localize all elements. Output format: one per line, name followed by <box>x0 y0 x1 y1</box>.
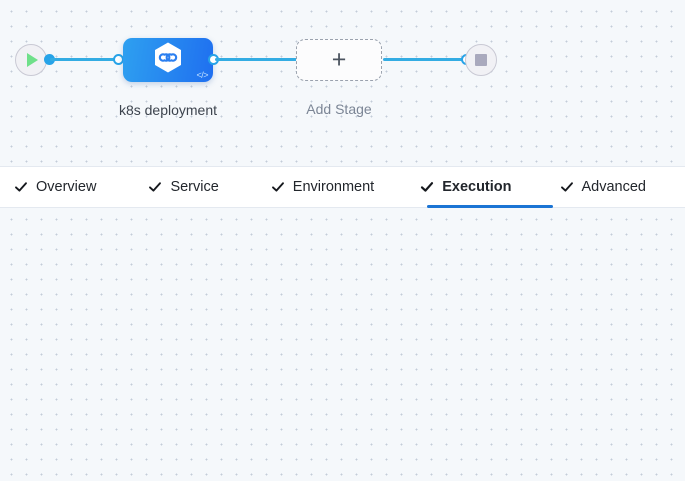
tab-advanced[interactable]: Advanced <box>560 166 665 208</box>
add-stage-label: Add Stage <box>306 101 372 117</box>
connector-stage-to-add <box>215 58 297 61</box>
harness-hexagon-icon <box>153 42 183 79</box>
tab-label-overview: Overview <box>36 179 97 195</box>
tab-label-execution: Execution <box>442 179 512 195</box>
connector-start-to-stage <box>50 58 118 61</box>
add-stage-button[interactable]: + <box>296 39 382 81</box>
check-icon <box>14 180 28 194</box>
play-icon <box>27 53 38 67</box>
connector-add-to-end <box>383 58 466 61</box>
tab-label-environment: Environment <box>292 179 375 195</box>
code-tag-icon: </> <box>196 70 208 80</box>
tab-label-advanced: Advanced <box>581 179 647 195</box>
plus-icon: + <box>331 45 347 74</box>
check-icon <box>560 180 574 194</box>
check-icon <box>420 180 434 194</box>
tab-execution[interactable]: Execution <box>420 166 559 208</box>
pipeline-stage-canvas[interactable]: </> + k8s deployment Add Stage <box>0 0 685 166</box>
stop-icon <box>475 54 487 66</box>
stage-node-k8s-deployment[interactable]: </> <box>123 38 213 82</box>
tab-service[interactable]: Service <box>148 166 270 208</box>
stage-config-tabbar: Overview Service Environment Execution A <box>0 166 685 208</box>
tab-label-service: Service <box>170 179 219 195</box>
tab-environment[interactable]: Environment <box>271 166 420 208</box>
pipeline-start-node[interactable] <box>15 44 47 76</box>
stage-label-k8s-deployment: k8s deployment <box>118 102 218 118</box>
check-icon <box>271 180 285 194</box>
check-icon <box>148 180 162 194</box>
pipeline-end-node[interactable] <box>465 44 497 76</box>
tab-overview[interactable]: Overview <box>0 166 148 208</box>
execution-step-canvas[interactable]: </> <box>0 208 685 481</box>
